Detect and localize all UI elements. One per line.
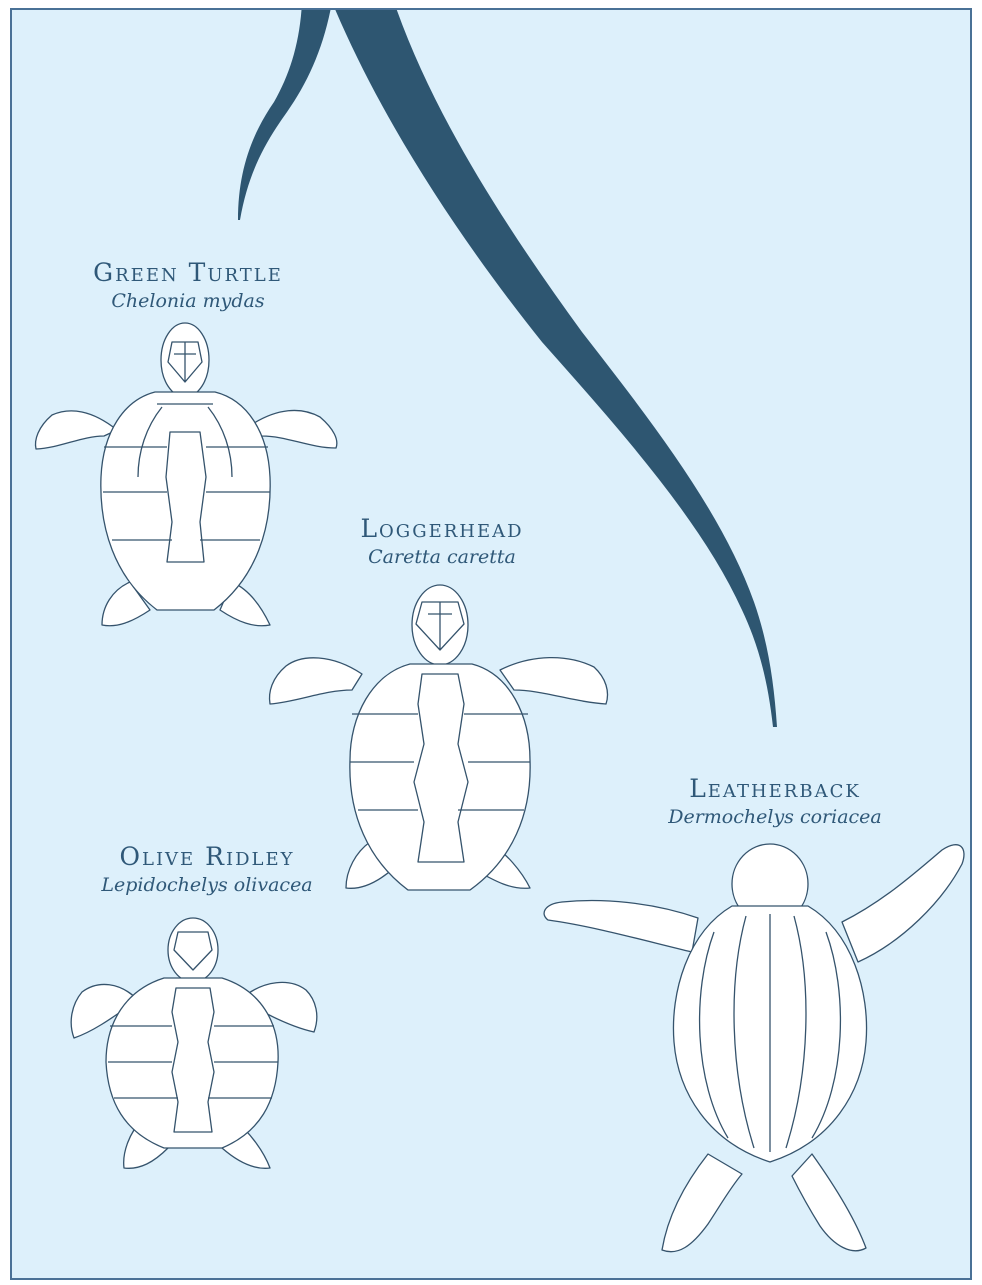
scientific-name: Caretta caretta	[342, 544, 542, 570]
leatherback-label: Leatherback Dermochelys coriacea	[650, 774, 900, 830]
scientific-name: Dermochelys coriacea	[650, 804, 900, 830]
olive-ridley-drawing	[71, 918, 317, 1168]
turtle-illustration	[12, 10, 972, 1280]
tree-branch-green-turtle	[238, 10, 332, 220]
loggerhead-label: Loggerhead Caretta caretta	[342, 514, 542, 570]
tree-branch-leatherback	[332, 10, 777, 727]
tree-branches	[238, 10, 777, 727]
common-name: Green Turtle	[78, 258, 298, 288]
scientific-name: Lepidochelys olivacea	[82, 872, 332, 898]
olive-ridley-label: Olive Ridley Lepidochelys olivacea	[82, 842, 332, 898]
common-name: Loggerhead	[342, 514, 542, 544]
common-name: Leatherback	[650, 774, 900, 804]
green-turtle-label: Green Turtle Chelonia mydas	[78, 258, 298, 314]
common-name: Olive Ridley	[82, 842, 332, 872]
green-turtle-drawing	[36, 323, 337, 626]
illustration-panel: Green Turtle Chelonia mydas Loggerhead C…	[10, 8, 972, 1280]
leatherback-drawing	[544, 844, 964, 1252]
scientific-name: Chelonia mydas	[78, 288, 298, 314]
